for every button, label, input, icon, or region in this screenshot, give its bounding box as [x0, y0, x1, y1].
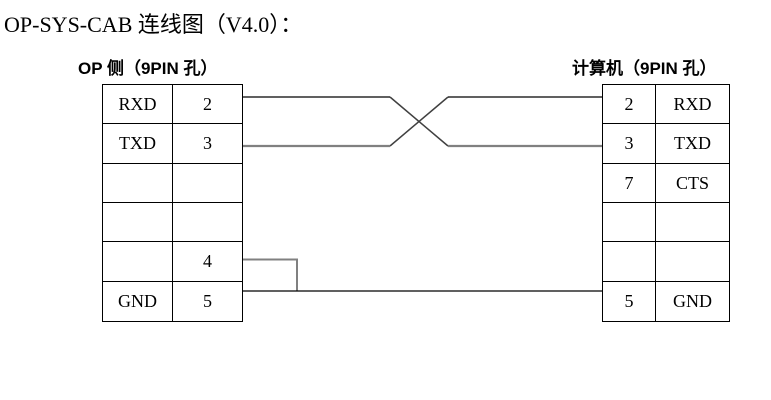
op-connector-table: RXD 2 TXD 3 4 GND 5 [102, 84, 243, 322]
pc-pin-cell [603, 202, 656, 243]
op-connector-header: OP 侧（9PIN 孔） [78, 59, 218, 78]
op-signal-cell: GND [103, 281, 173, 321]
pc-pin-cell [603, 242, 656, 282]
op-pin-cell [173, 164, 242, 203]
pc-pin-cell: 7 [603, 163, 656, 203]
op-signal-cell: RXD [103, 85, 173, 125]
pc-signal-cell: CTS [656, 164, 729, 203]
pc-signal-cell [656, 203, 729, 243]
pc-signal-cell: TXD [656, 124, 729, 164]
op-pin-cell: 3 [173, 124, 242, 164]
op-signal-cell: TXD [103, 124, 173, 164]
op-pin-cell: 4 [173, 242, 242, 282]
pc-signal-cell: GND [673, 291, 712, 312]
pc-signal-cell [656, 242, 729, 282]
pc-pin-cell: 3 [603, 124, 656, 164]
op-pin-cell [173, 203, 242, 243]
wire-crossover-diagonal-up [389, 96, 449, 147]
pc-connector-header: 计算机（9PIN 孔） [572, 59, 717, 78]
pc-signal-cell: RXD [656, 85, 729, 125]
pc-pin-cell: 2 [603, 85, 656, 125]
op-signal-cell [103, 242, 173, 282]
op-pin-cell: 5 [203, 291, 212, 312]
pc-connector-table: 2 RXD 3 TXD 7 CTS 5 GND [602, 84, 730, 322]
op-signal-cell [103, 163, 173, 203]
wire-pin4-gnd-jumper [242, 258, 298, 291]
op-pin-cell: 2 [173, 85, 242, 125]
pc-pin-cell: 5 [603, 281, 656, 321]
op-signal-cell [103, 202, 173, 243]
diagram-title: OP-SYS-CAB 连线图（V4.0）： [4, 12, 303, 37]
